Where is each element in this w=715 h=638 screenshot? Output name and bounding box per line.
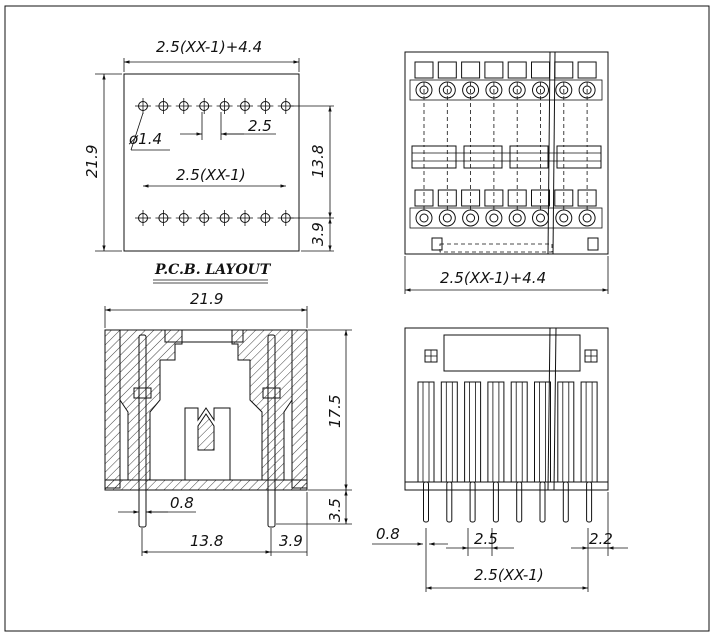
front-pin-tail <box>423 481 429 523</box>
front-pin-housing <box>417 381 435 483</box>
front-pin-tail <box>446 481 453 523</box>
front-span-dim: 2.5(XX-1) <box>474 566 544 584</box>
pcb-height-dim: 21.9 <box>83 145 101 178</box>
top-view-contacts <box>409 61 603 229</box>
top-contact-ring <box>415 209 433 227</box>
front-pin-housing <box>557 381 575 483</box>
front-pin-width-dim: 0.8 <box>376 525 400 543</box>
side-height-dim: 17.5 <box>326 395 344 428</box>
top-contact-cell <box>554 61 574 79</box>
front-pin-housing <box>580 381 598 483</box>
top-contact-cell <box>437 61 457 79</box>
pcb-pitch-dim: 2.5 <box>248 117 272 135</box>
side-pin-right <box>267 334 276 528</box>
pcb-outline <box>123 73 300 252</box>
drawing-frame <box>4 5 710 632</box>
top-contact-ring <box>578 209 596 227</box>
front-pin-housing <box>464 381 482 483</box>
front-pin-housing <box>487 381 505 483</box>
front-pin-tail <box>562 481 569 523</box>
front-pin-tail <box>586 481 593 523</box>
top-contact-cell <box>577 61 597 79</box>
front-pin-tail <box>469 481 476 523</box>
side-edge-dim: 3.9 <box>279 532 303 550</box>
top-contact-ring <box>438 209 456 227</box>
pcb-hole-diameter-dim: ø1.4 <box>128 130 162 148</box>
top-view-latch-row <box>411 145 602 169</box>
top-contact-ring <box>532 209 549 227</box>
top-contact-ring <box>555 209 573 227</box>
side-view: 21.9 17.5 3.5 0.8 13.8 3.9 <box>104 290 352 556</box>
pcb-width-dim: 2.5(XX-1)+4.4 <box>156 38 262 56</box>
front-pin-tail <box>516 481 523 523</box>
pcb-hole-row-top <box>135 98 294 114</box>
front-pin-housing <box>440 381 458 483</box>
top-view: 2.5(XX-1)+4.4 <box>404 51 609 294</box>
top-contact-ring <box>485 209 503 227</box>
top-contact-ring <box>462 209 480 227</box>
front-pin-tail <box>539 481 546 523</box>
side-pin-left <box>138 334 147 528</box>
front-view-pins <box>417 381 598 523</box>
top-contact-cell <box>414 61 434 79</box>
pcb-hole-row-bottom <box>135 210 294 226</box>
top-contact-cell <box>484 61 504 79</box>
top-view-width-dim: 2.5(XX-1)+4.4 <box>440 269 546 287</box>
pcb-row-span-dim: 2.5(XX-1) <box>176 166 246 184</box>
top-contact-cell <box>507 61 527 79</box>
front-view-outline <box>404 327 609 491</box>
front-edge-dim: 2.2 <box>589 530 613 548</box>
pcb-edge-dim: 3.9 <box>309 222 327 246</box>
side-width-dim: 21.9 <box>190 290 223 308</box>
side-tail-dim: 3.5 <box>326 498 344 522</box>
front-pitch-dim: 2.5 <box>474 530 498 548</box>
front-pin-housing <box>510 381 528 483</box>
front-pin-tail <box>492 481 499 523</box>
top-contact-ring <box>508 209 526 227</box>
top-view-outline <box>404 51 609 255</box>
pcb-row-gap-dim: 13.8 <box>309 145 327 178</box>
top-contact-cell <box>461 61 481 79</box>
front-view: 0.8 2.5 2.2 2.5(XX-1) <box>372 327 628 592</box>
side-pin-span-dim: 13.8 <box>190 532 223 550</box>
pcb-layout-title: P.C.B. LAYOUT <box>154 262 272 278</box>
pcb-layout-view: 2.5(XX-1)+4.4 21.9 ø1.4 2.5 2.5(XX-1) 13… <box>83 38 334 284</box>
side-pin-width-dim: 0.8 <box>170 494 194 512</box>
top-contact-cell <box>531 61 550 79</box>
